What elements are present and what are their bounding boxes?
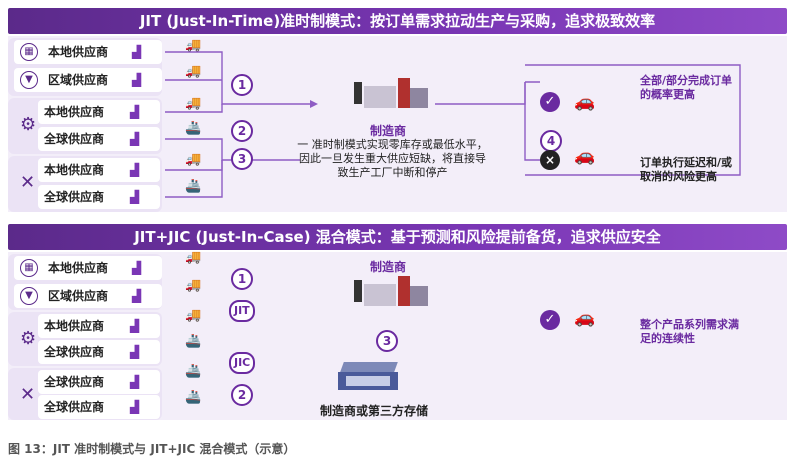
location-pin-icon: ▼ — [20, 287, 38, 305]
jit-supplier-row: 全球供应商 ▟ — [38, 127, 160, 151]
jit-supplier-row: 全球供应商 ▟ — [38, 185, 160, 209]
jic-supplier-row: ▼ 区域供应商 ▟ — [14, 284, 162, 308]
factory-icon: ▟ — [130, 105, 140, 119]
truck-icon: 🚚 — [185, 250, 202, 265]
step-badge: 1 — [231, 74, 253, 96]
tools-icon: ✕ — [20, 172, 36, 193]
jic-tag: JIC — [229, 352, 256, 374]
gear-icon: ⚙ — [20, 328, 37, 349]
jic-supplier-row: 全球供应商 ▟ — [38, 340, 160, 364]
jit-tag: JIT — [229, 300, 255, 322]
factory-icon: ▟ — [130, 375, 140, 389]
step-badge: 3 — [231, 148, 253, 170]
jic-supplier-row: ▦ 本地供应商 ▟ — [14, 256, 162, 280]
supplier-label: 全球供应商 — [44, 375, 105, 389]
supplier-label: 全球供应商 — [44, 400, 105, 414]
manufacturer-label: 制造商 — [370, 260, 407, 274]
figure-caption: 图 13：JIT 准时制模式与 JIT+JIC 混合模式（示意） — [8, 442, 296, 456]
ship-icon: 🚢 — [185, 364, 202, 379]
factory-icon: ▟ — [130, 132, 140, 146]
outcome-good: 全部/部分完成订单 的概率更高 — [640, 74, 733, 101]
factory-icon: ▟ — [132, 73, 142, 87]
check-icon: ✓ — [540, 310, 560, 330]
factory-icon: ▦ — [20, 43, 38, 61]
ship-icon: 🚢 — [185, 390, 202, 405]
jic-supplier-row: 本地供应商 ▟ — [38, 314, 160, 338]
factory-building-icon — [350, 272, 430, 306]
supplier-label: 本地供应商 — [48, 45, 109, 59]
cross-icon: × — [540, 150, 560, 170]
step-badge: 4 — [540, 130, 562, 152]
step-badge: 2 — [231, 120, 253, 142]
gear-icon: ⚙ — [20, 114, 37, 135]
ship-icon: 🚢 — [185, 121, 202, 136]
step-badge: 2 — [231, 384, 253, 406]
ship-icon: 🚢 — [185, 179, 202, 194]
factory-icon: ▟ — [130, 345, 140, 359]
truck-icon: 🚚 — [185, 152, 202, 167]
factory-icon: ▟ — [132, 289, 142, 303]
factory-icon: ▟ — [132, 45, 142, 59]
factory-icon: ▟ — [130, 400, 140, 414]
location-pin-icon: ▼ — [20, 71, 38, 89]
truck-icon: 🚚 — [185, 96, 202, 111]
ship-icon: 🚢 — [185, 334, 202, 349]
car-icon: 🚗 — [574, 308, 596, 328]
warehouse-icon — [336, 362, 402, 392]
truck-icon: 🚚 — [185, 278, 202, 293]
warehouse-label: 制造商或第三方存储 — [320, 404, 429, 418]
jit-supplier-row: ▼ 区域供应商 ▟ — [14, 68, 162, 92]
jit-supplier-row: ▦ 本地供应商 ▟ — [14, 40, 162, 64]
supplier-label: 全球供应商 — [44, 345, 105, 359]
tools-icon: ✕ — [20, 384, 36, 405]
step-badge: 1 — [231, 268, 253, 290]
car-icon: 🚗 — [574, 92, 596, 112]
truck-icon: 🚚 — [185, 308, 202, 323]
factory-icon: ▟ — [130, 190, 140, 204]
manufacturer-label: 制造商 — [370, 124, 407, 138]
jit-title-banner: JIT (Just-In-Time)准时制模式：按订单需求拉动生产与采购，追求极… — [8, 8, 787, 34]
factory-icon: ▟ — [132, 261, 142, 275]
jit-supplier-row: 本地供应商 ▟ — [38, 100, 160, 124]
truck-icon: 🚚 — [185, 64, 202, 79]
factory-icon: ▟ — [130, 319, 140, 333]
supplier-label: 本地供应商 — [44, 163, 105, 177]
truck-icon: 🚚 — [185, 38, 202, 53]
outcome-bad: 订单执行延迟和/或 取消的风险更高 — [640, 156, 733, 183]
supplier-label: 区域供应商 — [48, 73, 109, 87]
car-icon: 🚗 — [574, 146, 596, 166]
outcome-continuity: 整个产品系列需求满 足的连续性 — [640, 318, 739, 345]
check-icon: ✓ — [540, 92, 560, 112]
supplier-label: 本地供应商 — [44, 319, 105, 333]
factory-building-icon — [350, 74, 430, 108]
factory-icon: ▦ — [20, 259, 38, 277]
step-badge: 3 — [376, 330, 398, 352]
supplier-label: 全球供应商 — [44, 190, 105, 204]
jic-title-banner: JIT+JIC (Just-In-Case) 混合模式：基于预测和风险提前备货，… — [8, 224, 787, 250]
supplier-label: 本地供应商 — [44, 105, 105, 119]
factory-icon: ▟ — [130, 163, 140, 177]
manufacturer-description: 一 准时制模式实现零库存或最低水平， 因此一旦发生重大供应短缺，将直接导 致生产… — [297, 138, 488, 179]
jit-supplier-row: 本地供应商 ▟ — [38, 158, 160, 182]
jic-supplier-row: 全球供应商 ▟ — [38, 395, 160, 419]
supplier-label: 本地供应商 — [48, 261, 109, 275]
jic-supplier-row: 全球供应商 ▟ — [38, 370, 160, 394]
supplier-label: 区域供应商 — [48, 289, 109, 303]
supplier-label: 全球供应商 — [44, 132, 105, 146]
